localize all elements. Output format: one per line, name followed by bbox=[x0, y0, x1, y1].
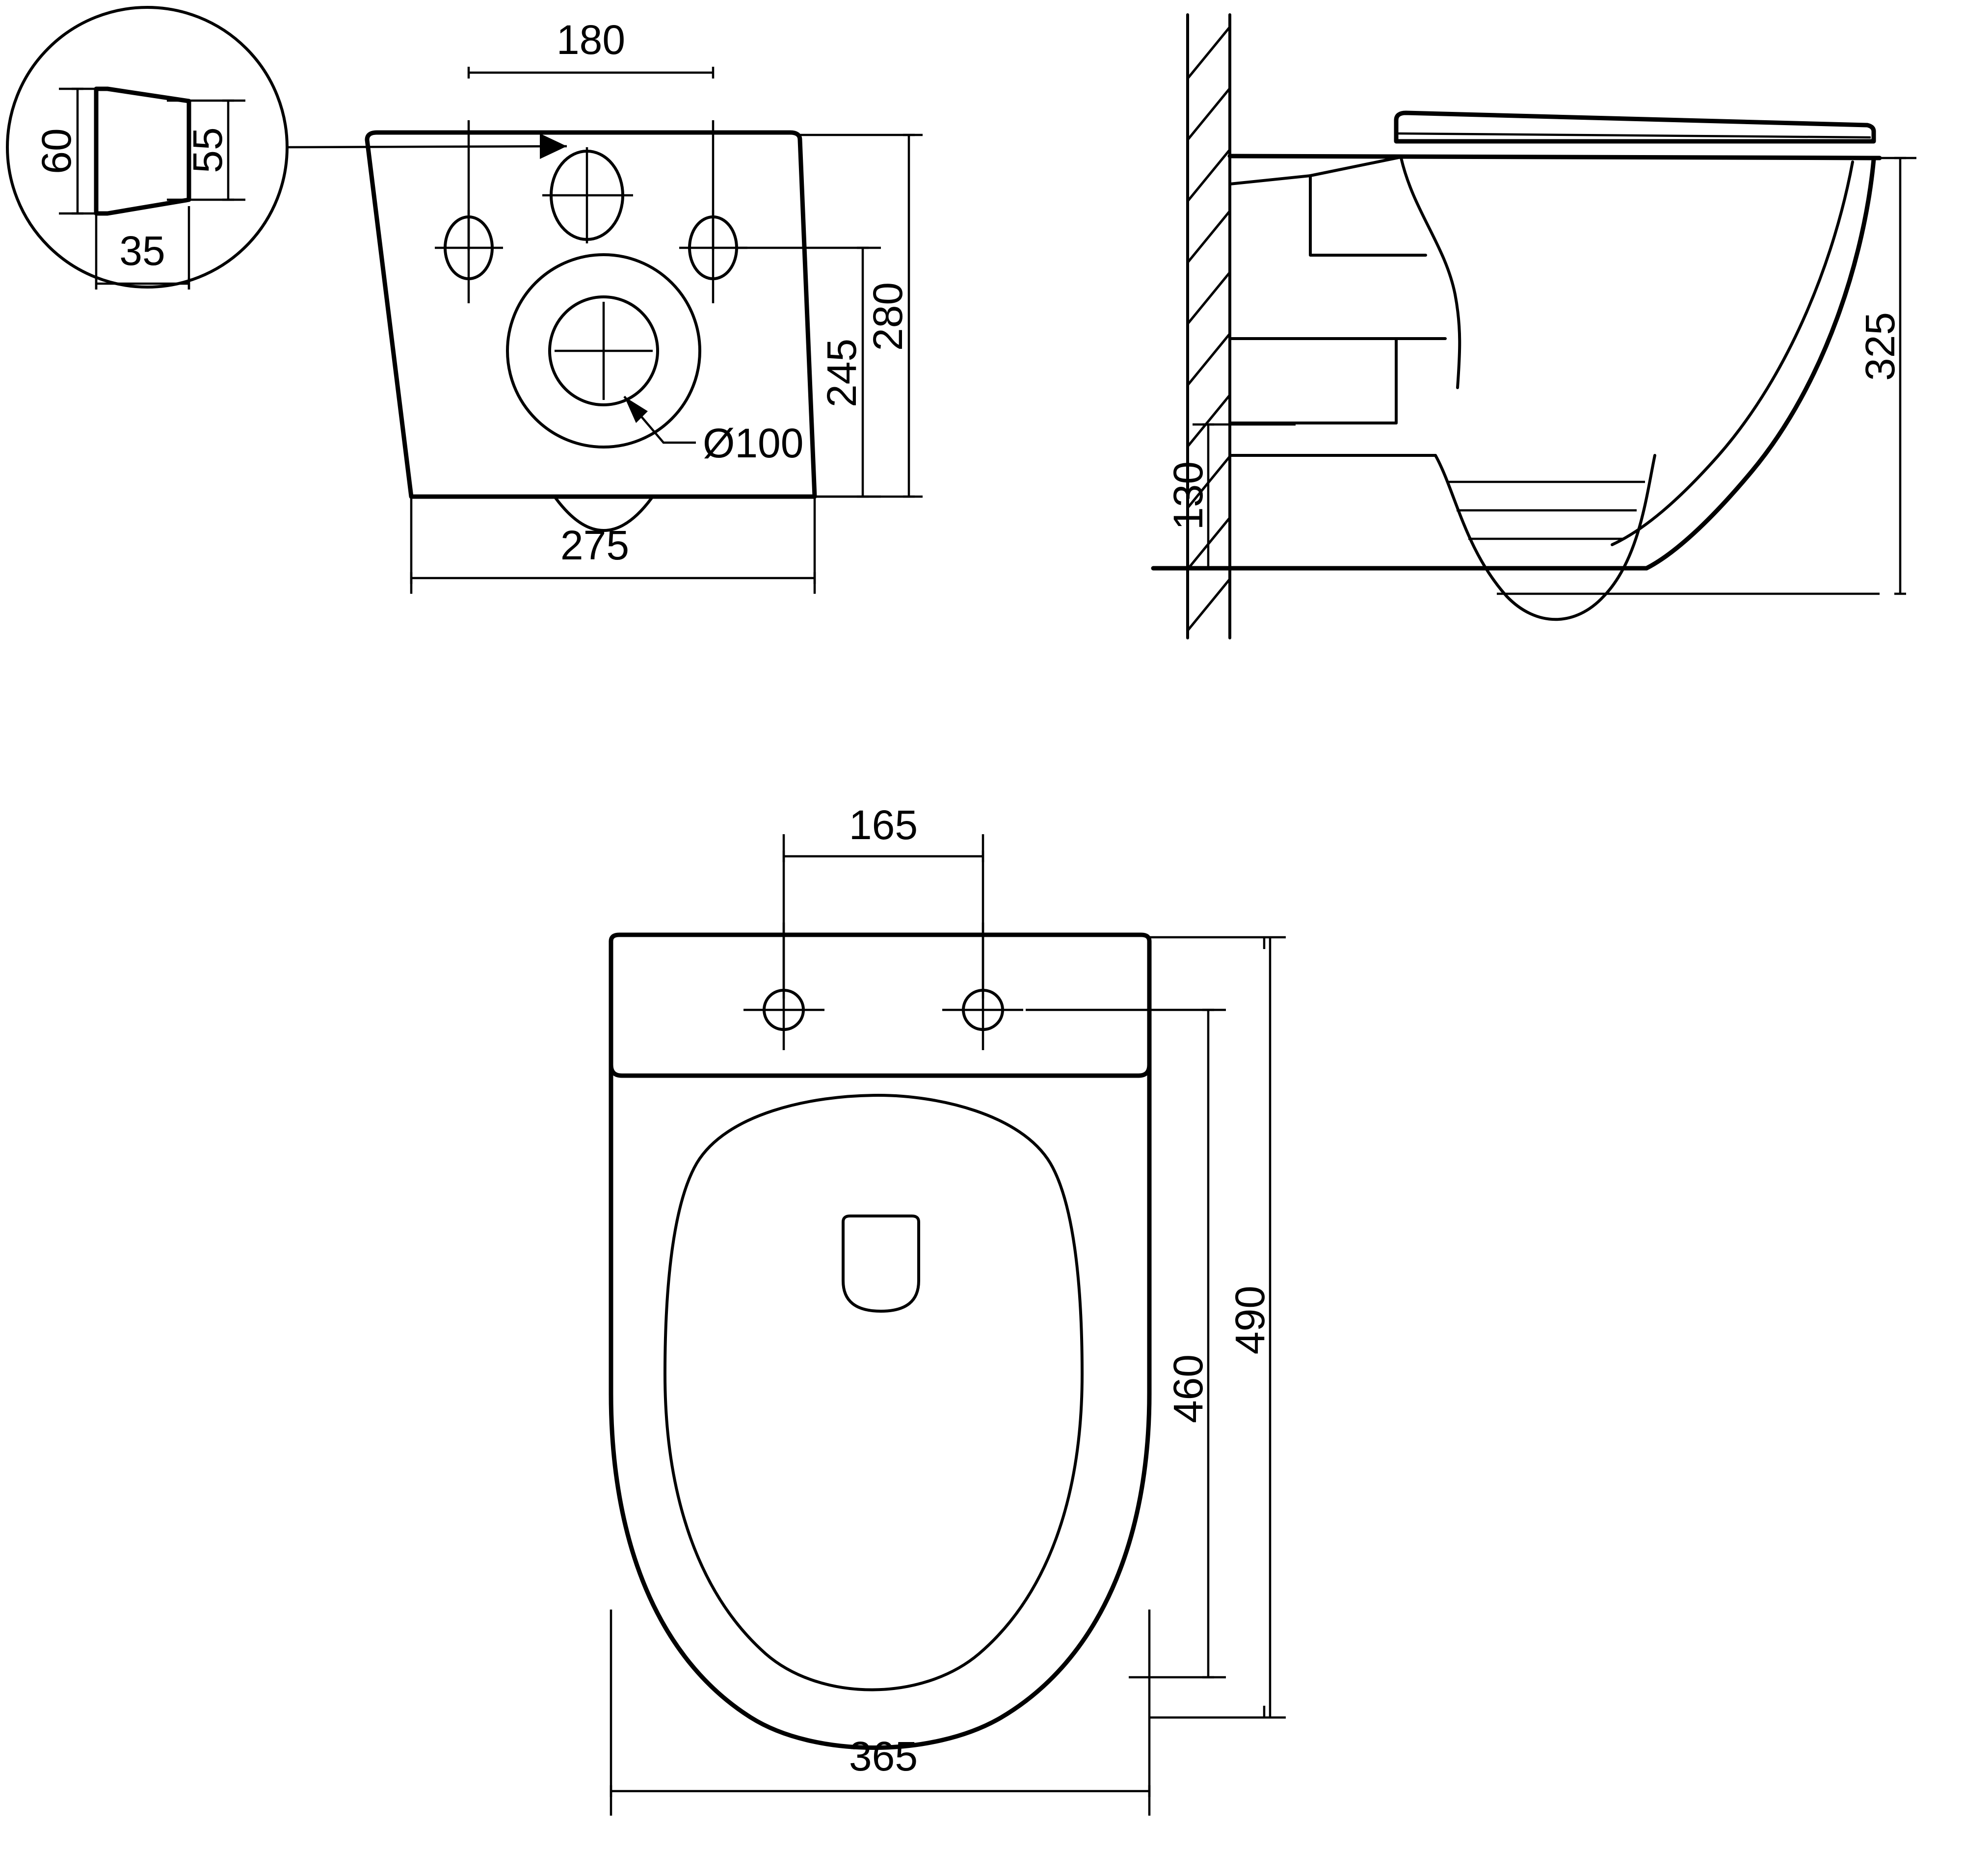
dimension-460-label: 460 bbox=[1165, 1354, 1211, 1423]
pan-bottom-notch bbox=[553, 495, 654, 532]
dimension-325: 325 bbox=[1791, 157, 1916, 595]
dimension-325-label: 325 bbox=[1857, 312, 1903, 381]
pan-rim-line bbox=[1227, 154, 1882, 160]
dimension-275: 275 bbox=[410, 497, 816, 594]
pan-plan-outline bbox=[609, 1062, 1152, 1750]
detail-leader-line bbox=[287, 145, 567, 149]
flush-channel-lower bbox=[1309, 174, 1427, 257]
dimension-245-label: 245 bbox=[819, 339, 865, 407]
outlet-diameter-arrowhead bbox=[624, 396, 648, 423]
dimension-180: 180 bbox=[467, 17, 715, 250]
rinse-aperture bbox=[842, 1215, 920, 1313]
dimension-165: 165 bbox=[782, 802, 984, 999]
plan-view: 165 460 490 365 bbox=[609, 802, 1286, 1816]
outlet-inner-circle bbox=[548, 295, 659, 406]
seat-lid-inner-line bbox=[1397, 132, 1871, 139]
dimension-55: 55 bbox=[167, 99, 245, 201]
outlet-diameter-callout: Ø100 bbox=[623, 396, 804, 466]
pan-back-outline bbox=[365, 130, 817, 499]
dimension-130: 130 bbox=[1165, 423, 1296, 570]
outlet-outer-circle bbox=[506, 253, 701, 449]
dimension-35-label: 35 bbox=[119, 228, 165, 274]
dimension-60-label: 60 bbox=[33, 128, 80, 174]
detail-view: 60 55 35 bbox=[6, 6, 567, 290]
seat-ring-outline bbox=[664, 1094, 1084, 1691]
dimension-180-label: 180 bbox=[557, 17, 625, 63]
rear-deck-outline bbox=[609, 932, 1152, 1078]
back-view: 180 Ø100 245 280 bbox=[365, 17, 923, 594]
outlet-diameter-label: Ø100 bbox=[703, 420, 804, 466]
dimension-365-label: 365 bbox=[849, 1733, 918, 1779]
dimension-35: 35 bbox=[95, 206, 190, 290]
dimension-165-label: 165 bbox=[849, 802, 918, 848]
dimension-280: 280 bbox=[800, 133, 923, 498]
pan-inner-silhouette bbox=[1611, 160, 1854, 546]
pan-outer-silhouette bbox=[1644, 157, 1876, 571]
dimension-490-label: 490 bbox=[1227, 1286, 1273, 1354]
trap-bowl-profile bbox=[1434, 454, 1656, 621]
boss-profile bbox=[94, 86, 191, 216]
dimension-60: 60 bbox=[33, 87, 113, 215]
dimension-460: 460 bbox=[1026, 1008, 1226, 1679]
dimension-280-label: 280 bbox=[865, 282, 911, 351]
dimension-275-label: 275 bbox=[560, 522, 629, 568]
side-view: 130 325 bbox=[1151, 13, 1916, 639]
dimension-55-label: 55 bbox=[185, 127, 231, 173]
dimension-490: 490 bbox=[1149, 936, 1286, 1719]
dimension-365: 365 bbox=[610, 1610, 1151, 1816]
detail-leader-arrowhead bbox=[540, 133, 567, 159]
bowl-inner-wall bbox=[1400, 157, 1461, 389]
seat-lid-profile bbox=[1394, 110, 1876, 144]
flush-channel-upper bbox=[1228, 156, 1403, 185]
dimension-130-label: 130 bbox=[1165, 461, 1211, 530]
